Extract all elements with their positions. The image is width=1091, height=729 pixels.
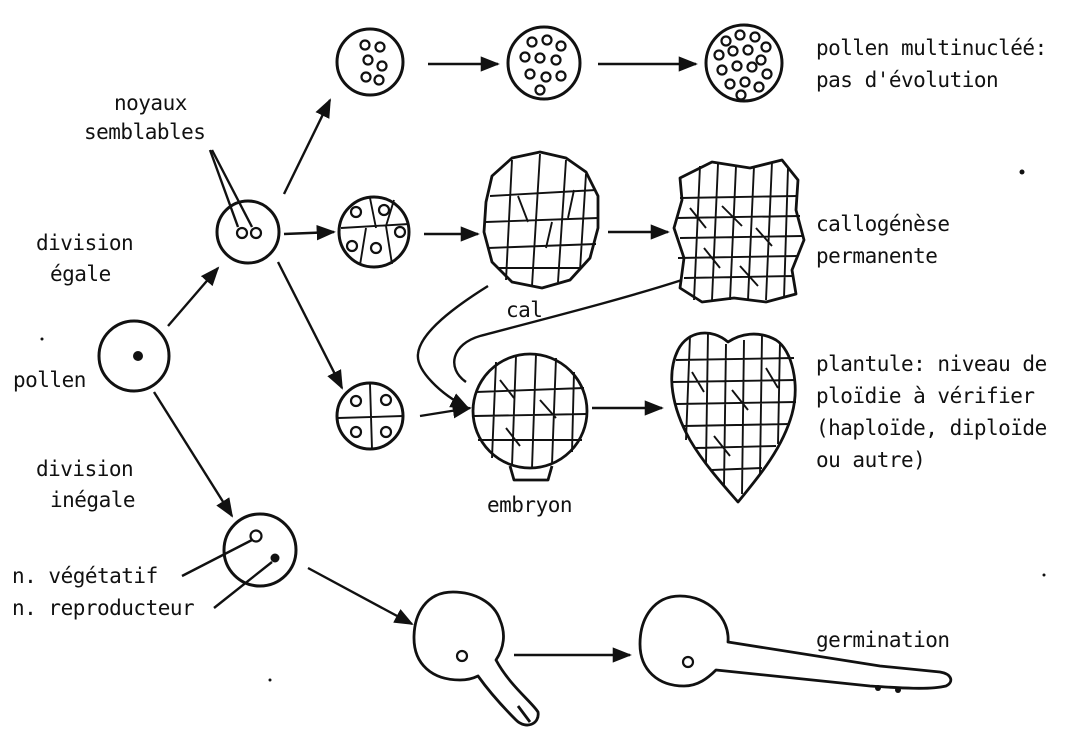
unequal-division-cell <box>182 514 296 608</box>
label-n-reproducteur: n. reproducteur <box>12 594 194 623</box>
label-germination: germination <box>816 626 950 655</box>
label-noyaux: noyaux <box>114 89 187 118</box>
label-n-vegetatif: n. végétatif <box>12 562 158 591</box>
label-division-inegale-1: division <box>36 455 133 484</box>
label-callogenese-1: callogénèse <box>816 210 950 239</box>
arrows <box>154 64 696 655</box>
label-plantule-4: ou autre) <box>816 446 925 475</box>
germinating-pollen-1 <box>414 592 538 725</box>
partitioned-cell-upper <box>339 197 409 267</box>
label-cal: cal <box>506 296 542 325</box>
embryo-cell-mass <box>473 354 587 480</box>
label-division-egale-1: division <box>36 229 133 258</box>
label-embryon: embryon <box>487 491 572 520</box>
label-plantule-3: (haploïde, diploïde <box>816 414 1047 443</box>
multinucleate-cell-1 <box>337 29 403 95</box>
multinucleate-cell-2 <box>508 27 580 99</box>
label-division-inegale-2: inégale <box>50 486 135 515</box>
label-plantule-2: ploïdie à vérifier <box>816 382 1035 411</box>
four-cell-stage <box>337 383 403 449</box>
label-multinuclee-1: pollen multinucléé: <box>816 34 1047 63</box>
label-semblables: semblables <box>84 118 205 147</box>
label-division-egale-2: égale <box>50 260 111 289</box>
label-multinuclee-2: pas d'évolution <box>816 66 998 95</box>
callus-cell-mass <box>484 152 598 288</box>
label-callogenese-2: permanente <box>816 242 937 271</box>
equal-division-cell <box>210 150 279 263</box>
label-plantule-1: plantule: niveau de <box>816 350 1047 379</box>
label-pollen: pollen <box>13 366 86 395</box>
heart-stage-plantlet <box>672 332 796 502</box>
permanent-callus-mass <box>674 160 804 302</box>
multinucleate-cell-3 <box>706 25 782 101</box>
pollen-cell <box>99 321 169 391</box>
